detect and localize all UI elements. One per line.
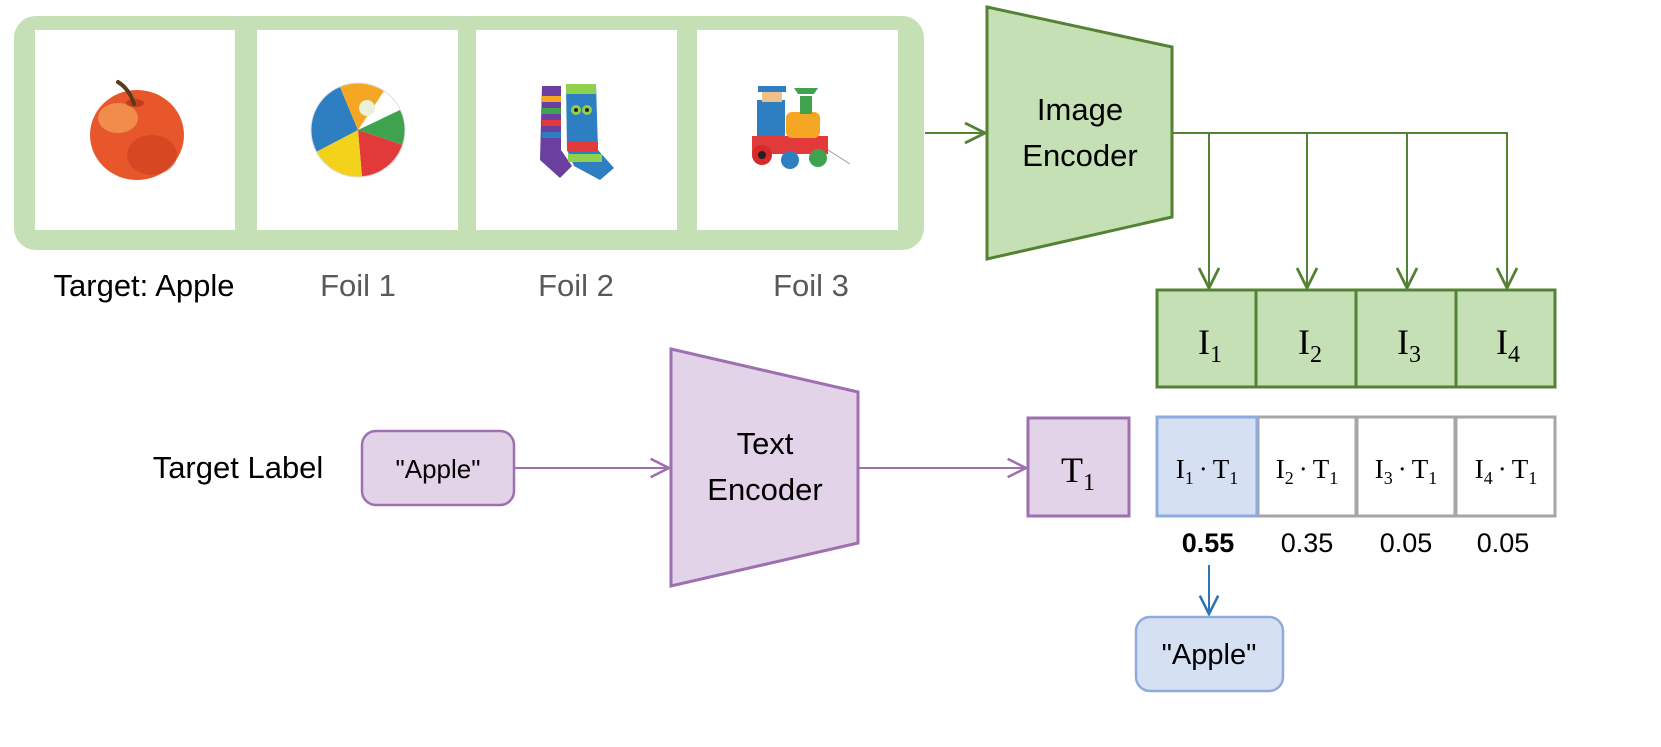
apple-icon: [90, 80, 184, 180]
dot-product-3: I3·T1: [1375, 454, 1438, 488]
image-embedding-4: I4: [1496, 322, 1520, 368]
similarity-cell-2: [1256, 415, 1358, 518]
score-4: 0.05: [1477, 528, 1530, 558]
beach-ball-icon: [310, 82, 406, 178]
image-tile-foil-2: [476, 30, 677, 230]
image-encoder: Image Encoder: [985, 5, 1174, 261]
image-embedding-3: I3: [1397, 322, 1421, 368]
image-encoder-label-line-2: Encoder: [1022, 138, 1137, 173]
score-2: 0.35: [1281, 528, 1334, 558]
image-tile-target: [35, 30, 235, 230]
input-label-box: "Apple": [360, 429, 516, 507]
text-embedding: T1: [1026, 416, 1131, 518]
image-tile-foil-3: [697, 30, 898, 230]
dot-product-4: I4·T1: [1475, 454, 1538, 488]
image-embedding-1: I1: [1198, 322, 1222, 368]
image-embeddings: I1 I2 I3 I4: [1155, 288, 1557, 389]
text-embedding-label: T1: [1061, 450, 1095, 496]
text-encoder: Text Encoder: [669, 347, 860, 588]
image-caption-foil-3: Foil 3: [773, 268, 849, 303]
score-1: 0.55: [1182, 528, 1235, 558]
text-encoder-label-line-1: Text: [737, 426, 794, 461]
image-tile-foil-1: [257, 30, 458, 230]
image-encoder-label-line-1: Image: [1037, 92, 1123, 127]
image-gallery-frame: [14, 16, 924, 250]
image-caption-foil-1: Foil 1: [320, 268, 396, 303]
image-gallery: Target: Apple Foil 1 Foil 2 Foil 3: [14, 16, 924, 303]
toy-train-icon: [752, 86, 851, 169]
image-caption-target: Target: Apple: [54, 268, 235, 303]
encoder-output-branches: [1172, 132, 1508, 288]
input-label-text: "Apple": [396, 454, 481, 484]
image-embedding-2: I2: [1298, 322, 1322, 368]
prediction-box: "Apple": [1134, 615, 1285, 693]
similarity-cell-3: [1355, 415, 1457, 518]
dot-product-2: I2·T1: [1276, 454, 1339, 488]
similarity-scores: 0.55 0.35 0.05 0.05: [1182, 528, 1530, 558]
dot-product-1: I1·T1: [1176, 454, 1239, 488]
similarity-row: I1·T1 I2·T1 I3·T1 I4·T1: [1155, 415, 1557, 518]
prediction-text: "Apple": [1162, 639, 1257, 671]
image-caption-foil-2: Foil 2: [538, 268, 614, 303]
score-3: 0.05: [1380, 528, 1433, 558]
target-label-title: Target Label: [153, 450, 324, 485]
text-encoder-label-line-2: Encoder: [707, 472, 822, 507]
socks-icon: [540, 84, 614, 180]
similarity-cell-4: [1454, 415, 1557, 518]
